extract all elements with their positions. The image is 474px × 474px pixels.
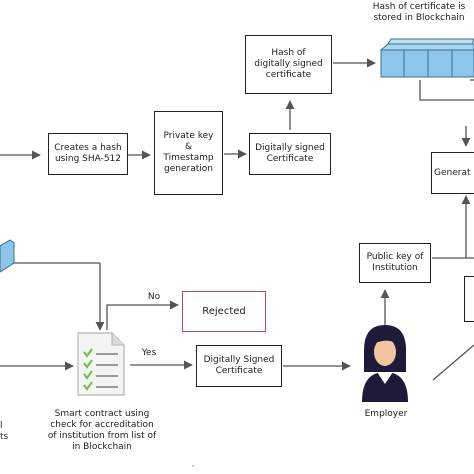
employer-label: Employer [364, 409, 408, 419]
public-key-box: Public key of Institution [359, 243, 431, 283]
arrow-blockchain-down [419, 80, 474, 101]
left-block-icon [0, 239, 15, 273]
bottom-fragment: · [191, 462, 195, 472]
left-fragment-label: l ts [0, 421, 9, 442]
edge-label-no: No [147, 292, 161, 302]
edge-label-yes: Yes [141, 348, 157, 358]
arrow-employer-to-right [432, 344, 474, 381]
blockchain-blocks [379, 38, 474, 78]
hash-of-signed-certificate-box: Hash of digitally signed certificate [245, 35, 332, 94]
right-edge-box [464, 276, 474, 322]
blockchain-caption: Hash of certificate is stored in Blockch… [372, 2, 466, 23]
hash-box: Creates a hash using SHA-512 [48, 133, 128, 175]
smart-contract-document-icon [77, 332, 125, 396]
digitally-signed-box: Digitally signed Certificate [249, 133, 331, 175]
arrow-smartcontract-no [106, 300, 179, 330]
generate-box: Generat [431, 152, 474, 194]
digitally-signed-certificate-box: Digitally Signed Certificate [196, 345, 282, 387]
smart-contract-label: Smart contract using check for accredita… [47, 409, 157, 452]
private-key-box: Private key & Timestamp generation [154, 111, 223, 195]
rejected-box: Rejected [182, 291, 266, 332]
employer-avatar-icon [362, 325, 408, 402]
connector-arrows [0, 58, 474, 381]
